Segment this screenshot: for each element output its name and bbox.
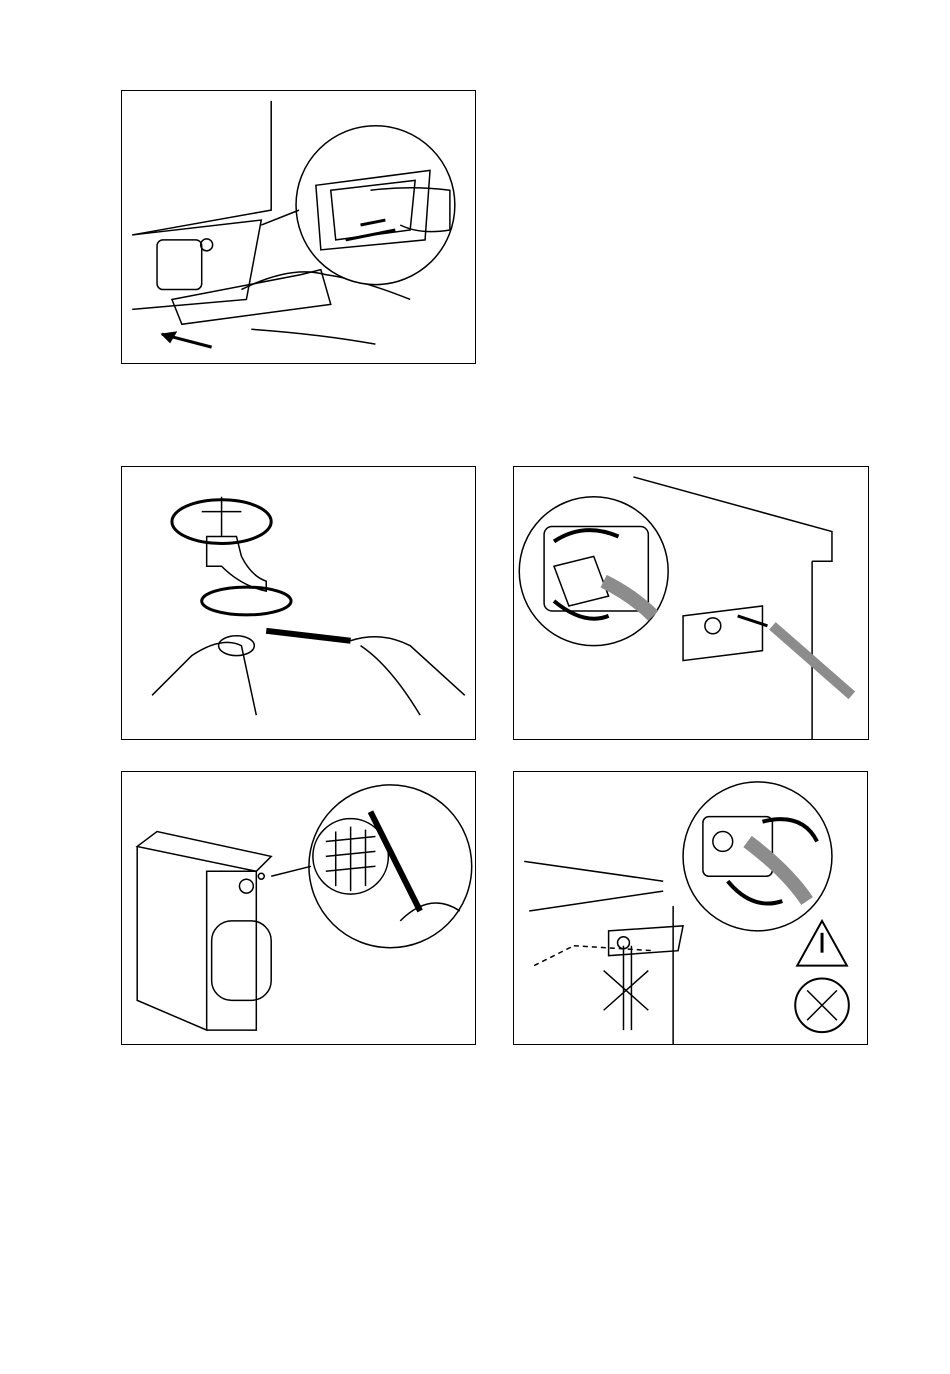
inlet-filter-brush-illustration xyxy=(121,771,476,1045)
tap-filter-cleaning-illustration xyxy=(121,466,476,740)
inlet-hose-unscrew-illustration xyxy=(513,466,869,740)
detergent-drawer-removal-illustration xyxy=(121,90,476,364)
inlet-hose-reconnect-illustration xyxy=(513,771,868,1045)
